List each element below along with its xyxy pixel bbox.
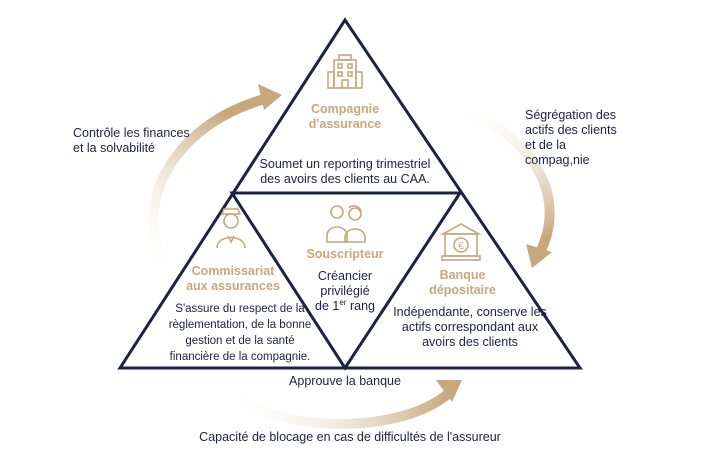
svg-text:€: € xyxy=(458,241,464,252)
police-officer-icon xyxy=(216,208,246,249)
center-node-desc-line1: Créancier xyxy=(317,269,373,283)
bottom-outer-arrow-label: Capacité de blocage en cas de difficulté… xyxy=(199,430,501,444)
bank-euro-icon: € xyxy=(439,223,483,261)
center-node-title: Souscripteur xyxy=(306,247,384,261)
people-couple-icon xyxy=(326,205,366,243)
right-arrow-label-line4: compag,nie xyxy=(525,153,590,167)
bottom-curved-arrow xyxy=(220,367,462,429)
top-node-desc-line2: des avoirs des clients au CAA. xyxy=(260,172,430,186)
right-node-desc-line2: actifs correspondant aux xyxy=(401,320,539,334)
top-node-title-line2: d'assurance xyxy=(308,117,382,131)
top-node-desc-line1: Soumet un reporting trimestriel xyxy=(259,157,431,171)
left-node-desc-line2: règlementation, de la bonne xyxy=(168,319,312,331)
top-node-title-line1: Compagnie xyxy=(310,102,380,116)
left-node-desc-line3: gestion et de la santé xyxy=(185,335,295,347)
left-arrow-label-line1: Contrôle les finances xyxy=(73,126,190,140)
right-node-desc-line1: Indépendante, conserve les xyxy=(393,305,547,319)
inner-triangle xyxy=(229,191,463,371)
right-arrow-label-line3: et de la xyxy=(525,138,567,152)
left-node-title-line1: Commissariat xyxy=(191,264,275,278)
right-node-title-line1: Banque xyxy=(439,268,486,282)
right-curved-arrow xyxy=(420,97,555,268)
left-node-desc-line4: financière de la compagnie. xyxy=(169,351,311,363)
right-arrow-label-line2: actifs des clients xyxy=(525,123,617,137)
left-node-desc-line1: S'assure du respect de la xyxy=(175,303,305,315)
left-node-title-line2: aux assurances xyxy=(186,279,280,293)
center-node-desc-line2: privilégié xyxy=(320,284,370,298)
right-arrow-label-line1: Ségrégation des xyxy=(525,108,617,122)
center-node-desc-line3: de 1er rang xyxy=(315,297,375,313)
bottom-inner-arrow-label: Approuve la banque xyxy=(289,374,401,388)
left-curved-arrow xyxy=(148,84,282,277)
right-node-desc-line3: avoirs des clients xyxy=(422,335,518,349)
left-arrow-label-line2: et la solvabilité xyxy=(73,141,155,155)
right-node-title-line2: dépositaire xyxy=(429,283,496,297)
office-building-icon xyxy=(327,54,363,89)
